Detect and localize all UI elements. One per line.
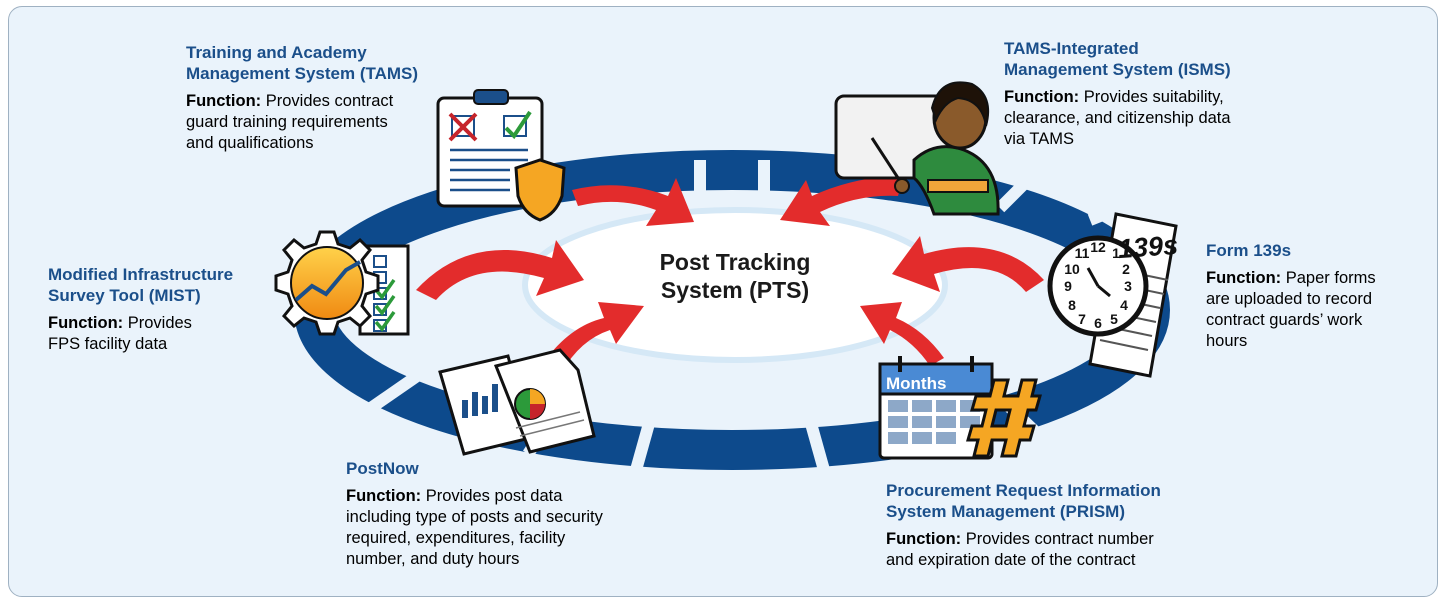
function-text: Provides contract guard training require… xyxy=(186,92,394,152)
function-text: Provides contract number and expiration … xyxy=(886,530,1154,569)
system-title: Training and Academy Management System (… xyxy=(186,43,419,83)
reports-icon xyxy=(438,348,596,456)
system-title: Modified Infrastructure Survey Tool (MIS… xyxy=(48,265,234,305)
function-label: Function: xyxy=(186,92,262,110)
system-title: PostNow xyxy=(346,459,419,478)
calendar-header-text: Months xyxy=(886,374,947,393)
system-block-tams: Training and Academy Management System (… xyxy=(186,42,486,154)
system-block-postnow: PostNow Function: Provides post data inc… xyxy=(346,458,676,570)
function-label: Function: xyxy=(1004,88,1080,106)
svg-text:1: 1 xyxy=(1112,245,1120,261)
svg-text:12: 12 xyxy=(1090,239,1106,255)
svg-text:10: 10 xyxy=(1064,261,1080,277)
system-block-isms: TAMS-Integrated Management System (ISMS)… xyxy=(1004,38,1334,150)
pts-label: Post Tracking System (PTS) xyxy=(659,249,811,303)
data-flow-arrows xyxy=(416,176,1044,372)
function-label: Function: xyxy=(1206,269,1282,287)
svg-text:2: 2 xyxy=(1122,261,1130,277)
svg-text:8: 8 xyxy=(1068,297,1076,313)
gear-chart-icon xyxy=(274,230,410,336)
svg-text:9: 9 xyxy=(1064,278,1072,294)
svg-text:6: 6 xyxy=(1094,315,1102,331)
system-block-mist: Modified Infrastructure Survey Tool (MIS… xyxy=(48,264,278,355)
function-text: Provides suitability, clearance, and cit… xyxy=(1004,88,1231,148)
system-title: Procurement Request Information System M… xyxy=(886,481,1161,521)
clipboard-icon xyxy=(436,89,566,222)
function-label: Function: xyxy=(886,530,962,548)
presenter-icon xyxy=(834,81,1000,216)
function-text: Provides post data including type of pos… xyxy=(346,487,603,568)
function-text: Paper forms are uploaded to record contr… xyxy=(1206,269,1376,350)
system-block-prism: Procurement Request Information System M… xyxy=(886,480,1226,571)
calendar-hash-icon xyxy=(878,356,1042,460)
svg-text:4: 4 xyxy=(1120,297,1128,313)
function-label: Function: xyxy=(48,314,124,332)
svg-text:7: 7 xyxy=(1078,311,1086,327)
svg-text:5: 5 xyxy=(1110,311,1118,327)
function-text: Provides FPS facility data xyxy=(48,314,192,353)
svg-text:11: 11 xyxy=(1075,245,1090,261)
function-label: Function: xyxy=(346,487,422,505)
system-title: Form 139s xyxy=(1206,241,1292,260)
system-block-form139s: Form 139s Function: Paper forms are uplo… xyxy=(1206,240,1431,352)
svg-text:3: 3 xyxy=(1124,278,1132,294)
system-title: TAMS-Integrated Management System (ISMS) xyxy=(1004,39,1231,79)
form-number-text: 139s xyxy=(1116,229,1180,265)
